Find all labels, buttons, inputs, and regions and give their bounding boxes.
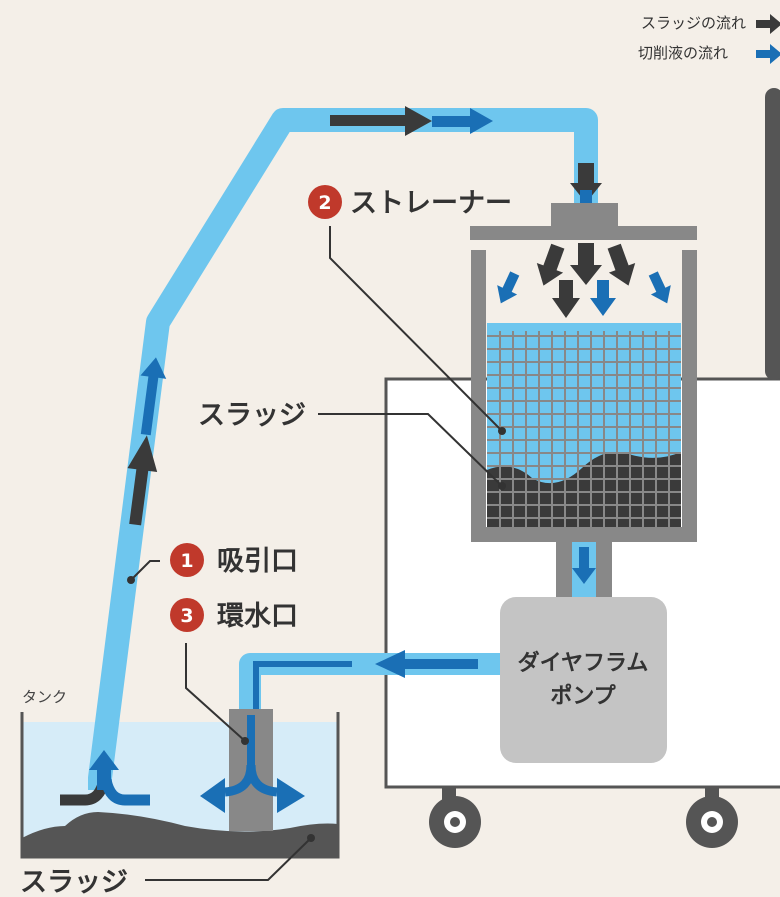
badge-intake xyxy=(170,543,204,577)
tank-label: タンク xyxy=(22,688,67,706)
strainer-bottom xyxy=(471,527,697,542)
strainer-wall-right xyxy=(682,250,697,542)
falling-coolant-arrow-icon xyxy=(648,271,671,304)
strainer xyxy=(470,203,697,542)
strainer-sludge-label: スラッジ xyxy=(198,400,306,431)
badge-strainer xyxy=(308,185,342,219)
strainer-mesh xyxy=(487,323,681,527)
legend: スラッジの流れ 切削液の流れ xyxy=(638,14,780,64)
label-return-port: 3 環水口 xyxy=(170,598,298,632)
strainer-lid-cap xyxy=(551,203,618,228)
falling-coolant-arrow-icon xyxy=(590,280,616,316)
return-coolant-arrow-icon xyxy=(375,650,478,678)
pump-label-line2: ポンプ xyxy=(550,683,616,709)
badge-strainer-number: 2 xyxy=(318,192,331,214)
tank-wall xyxy=(20,712,340,859)
down-sludge-arrow-icon xyxy=(570,163,602,203)
tank-sludge-label: スラッジ xyxy=(20,867,128,897)
falling-sludge-arrow-icon xyxy=(536,243,565,286)
badge-return-number: 3 xyxy=(180,605,193,627)
pump-body xyxy=(500,597,667,763)
rising-sludge-arrow-icon xyxy=(127,435,158,526)
strainer-wall-left xyxy=(471,250,486,542)
intake-arrow-icon xyxy=(89,750,119,790)
return-port-leader-line xyxy=(185,643,246,742)
badge-return xyxy=(170,598,204,632)
rising-coolant-arrow-icon xyxy=(140,357,167,436)
return-port-label: 環水口 xyxy=(217,601,298,632)
return-split-arrow-icon xyxy=(224,764,278,797)
outlet-coolant-arrow-icon xyxy=(572,547,596,584)
strainer-lid xyxy=(470,226,697,240)
caster-wheel-right xyxy=(686,787,738,848)
falling-arrows xyxy=(497,243,671,318)
top-coolant-arrow-icon xyxy=(432,108,493,134)
pump-label-line1: ダイヤフラム xyxy=(518,650,649,676)
return-pipe-inner-flow xyxy=(253,661,352,712)
label-strainer: 2 ストレーナー xyxy=(308,185,512,219)
strainer-label: ストレーナー xyxy=(350,188,512,219)
tank xyxy=(20,712,340,859)
falling-sludge-arrow-icon xyxy=(552,280,580,318)
label-intake: 1 吸引口 xyxy=(170,543,298,577)
falling-sludge-arrow-icon xyxy=(570,243,602,285)
legend-sludge-flow-label: スラッジの流れ xyxy=(641,14,746,32)
badge-intake-number: 1 xyxy=(180,550,193,572)
falling-coolant-arrow-icon xyxy=(497,271,520,304)
legend-sludge-arrow-icon xyxy=(756,14,780,34)
legend-coolant-flow-label: 切削液の流れ xyxy=(638,44,728,62)
intake-label: 吸引口 xyxy=(217,546,298,577)
top-sludge-arrow-icon xyxy=(330,106,432,136)
strainer-sludge xyxy=(487,451,681,527)
leader-lines xyxy=(127,226,506,881)
legend-coolant-arrow-icon xyxy=(756,44,780,64)
falling-sludge-arrow-icon xyxy=(607,243,636,286)
cabinet-post xyxy=(765,88,780,380)
return-left-arrow-icon xyxy=(200,778,225,813)
strainer-basket-rim xyxy=(487,323,681,331)
tank-sludge-leader-line xyxy=(145,837,312,881)
strainer-sludge-leader-line xyxy=(318,413,503,487)
diaphragm-pump: ダイヤフラム ポンプ xyxy=(500,597,667,763)
return-right-arrow-icon xyxy=(277,778,305,813)
tank-sludge xyxy=(22,812,338,857)
caster-wheel-left xyxy=(429,787,481,848)
intake-leader-line xyxy=(130,560,160,581)
strainer-leader-line xyxy=(329,226,503,432)
